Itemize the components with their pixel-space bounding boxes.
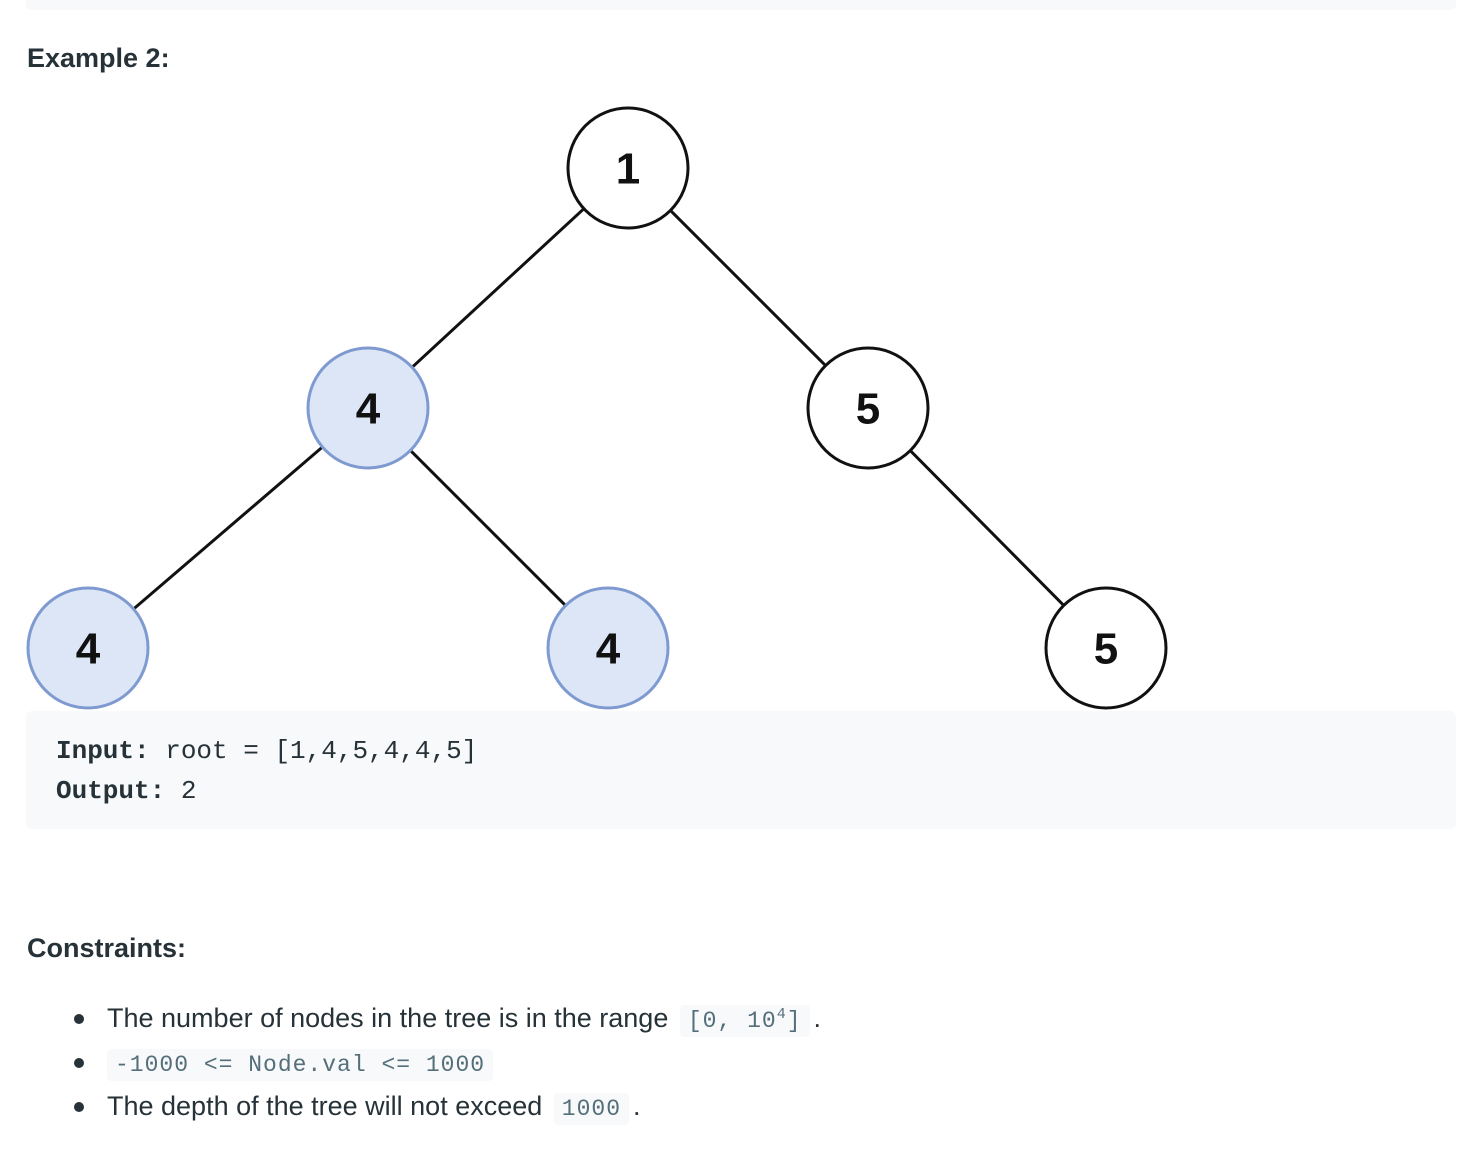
tree-edge [411,207,585,369]
constraint-item-node-value: -1000 <= Node.val <= 1000 [0,1040,821,1084]
binary-tree-diagram: 1 4 5 4 4 5 [26,106,1168,710]
tree-node: 1 [566,106,690,230]
range-code-start: [0, 10 [687,1008,777,1034]
tree-node-circle [806,346,930,470]
output-line: Output: 2 [56,771,1426,811]
tree-node-circle [306,346,430,470]
tree-node-circle [566,106,690,230]
range-code-end: ] [786,1008,802,1034]
example-io-block: Input: root = [1,4,5,4,4,5] Output: 2 [26,711,1456,829]
constraint-suffix: . [633,1091,641,1121]
tree-edges [132,207,1065,611]
tree-edge [669,209,827,367]
input-label: Input: [56,736,150,766]
tree-node-circle [26,586,150,710]
example-heading: Example 2: [27,43,170,73]
tree-edge [132,445,324,611]
tree-node: 5 [1044,586,1168,710]
tree-node-value: 4 [356,385,381,434]
constraint-suffix: . [813,1003,822,1033]
bullet-icon [74,1014,84,1024]
bullet-icon [74,1102,84,1112]
tree-node-value: 5 [1094,625,1118,674]
tree-node-highlighted: 4 [546,586,670,710]
constraints-heading: Constraints: [27,933,187,963]
previous-section-strip [26,0,1456,10]
tree-node-value: 1 [616,145,640,194]
input-value: root = [1,4,5,4,4,5] [149,736,478,766]
node-value-range-code: -1000 <= Node.val <= 1000 [107,1049,494,1081]
input-line: Input: root = [1,4,5,4,4,5] [56,731,1426,771]
constraint-text: The number of nodes in the tree is in th… [107,1003,669,1033]
tree-node-value: 4 [76,625,101,674]
constraint-item-depth: The depth of the tree will not exceed 10… [0,1084,821,1128]
tree-node-circle [546,586,670,710]
output-label: Output: [56,776,166,806]
tree-node-value: 5 [856,385,880,434]
range-exponent: 4 [776,1006,787,1023]
constraint-item-node-count: The number of nodes in the tree is in th… [0,996,821,1040]
tree-node: 5 [806,346,930,470]
tree-node-value: 4 [596,625,621,674]
constraint-text: The depth of the tree will not exceed [107,1091,543,1121]
node-count-range-code: [0, 104] [679,1005,810,1037]
bullet-icon [74,1058,84,1068]
tree-node-highlighted: 4 [306,346,430,470]
constraints-list: The number of nodes in the tree is in th… [0,996,821,1128]
tree-nodes: 1 4 5 4 4 5 [26,106,1168,710]
tree-node-circle [1044,586,1168,710]
tree-edge [909,449,1065,607]
tree-edge [409,449,567,607]
tree-node-highlighted: 4 [26,586,150,710]
depth-limit-code: 1000 [553,1093,630,1125]
output-value: 2 [165,776,197,806]
